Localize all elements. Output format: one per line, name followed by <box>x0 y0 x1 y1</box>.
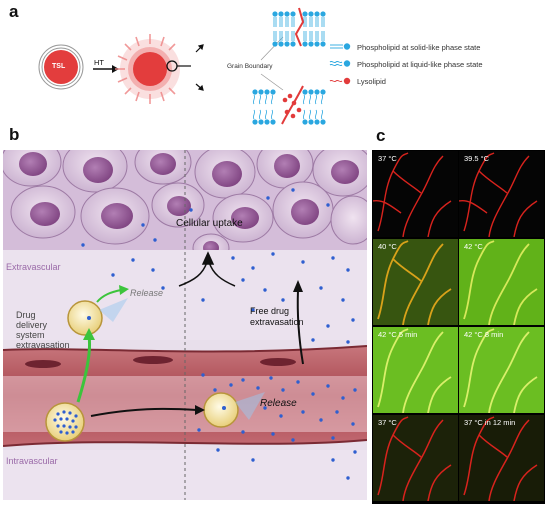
flow-arrow <box>90 405 205 417</box>
legend-liquid-symbol <box>329 60 351 67</box>
microscopy-grid: 37 °C 39.5 °C 40 °C 42 °C <box>372 150 545 504</box>
liposome-releasing <box>203 392 265 428</box>
micro-tile-6: 42 °C 8 min <box>459 327 544 413</box>
release-top-label: Release <box>130 288 164 298</box>
micro-tile-3-label: 40 °C <box>378 242 397 251</box>
ht-label: HT <box>94 58 104 67</box>
micro-tile-8-label: 37 °C in 12 min <box>464 418 516 427</box>
tsl-label: TSL <box>52 63 66 70</box>
free-drug-label: Free drug extravasation <box>250 306 304 327</box>
micro-tile-4-label: 42 °C <box>464 242 483 251</box>
micro-tile-8: 37 °C in 12 min <box>459 415 544 501</box>
heated-liposome <box>115 34 191 104</box>
legend-lyso-text: Lysolipid <box>357 77 386 86</box>
green-arrow <box>76 285 129 403</box>
legend-solid-symbol <box>330 43 351 50</box>
panel-c-letter: c <box>376 126 386 145</box>
micro-tile-7-label: 37 °C <box>378 418 397 427</box>
micro-tile-2: 39.5 °C <box>459 151 544 237</box>
micro-tile-7: 37 °C <box>373 415 458 501</box>
release-arrows <box>195 44 204 91</box>
uptake-arrows <box>178 251 236 287</box>
micro-tile-2-label: 39.5 °C <box>464 154 490 163</box>
drug-molecules <box>81 188 357 480</box>
legend-solid-text: Phospholipid at solid-like phase state <box>357 43 481 52</box>
extravascular-label: Extravascular <box>6 262 61 272</box>
micro-tile-6-label: 42 °C 8 min <box>464 330 504 339</box>
grain-boundary-label: Grain Boundary <box>227 63 273 70</box>
micro-tile-1-label: 37 °C <box>378 154 397 163</box>
tsl-liposome <box>38 44 84 90</box>
release-bottom-label: Release <box>260 398 297 409</box>
solid-membrane <box>272 7 326 47</box>
cell-nuclei <box>19 152 359 255</box>
micro-tile-4: 42 °C <box>459 239 544 325</box>
cellular-uptake-label: Cellular uptake <box>176 218 243 229</box>
legend-lyso-symbol <box>329 77 351 85</box>
liquid-membrane <box>252 85 326 125</box>
panel-b-illustration <box>3 150 367 500</box>
panel-a-letter: a <box>9 2 19 21</box>
drug-delivery-label: Drug delivery system extravasation <box>16 310 70 350</box>
liposome-loaded <box>45 402 85 442</box>
liposome-extravasated <box>67 298 128 336</box>
intravascular-label: Intravascular <box>6 456 58 466</box>
micro-tile-3: 40 °C <box>373 239 458 325</box>
panel-b-letter: b <box>9 125 20 144</box>
micro-tile-5: 42 °C 5 min <box>373 327 458 413</box>
legend-liquid-text: Phospholipid at liquid-like phase state <box>357 60 483 69</box>
micro-tile-5-label: 42 °C 5 min <box>378 330 418 339</box>
micro-tile-1: 37 °C <box>373 151 458 237</box>
extravasation-arrow <box>293 280 304 365</box>
panel-a-schematic <box>38 7 351 125</box>
